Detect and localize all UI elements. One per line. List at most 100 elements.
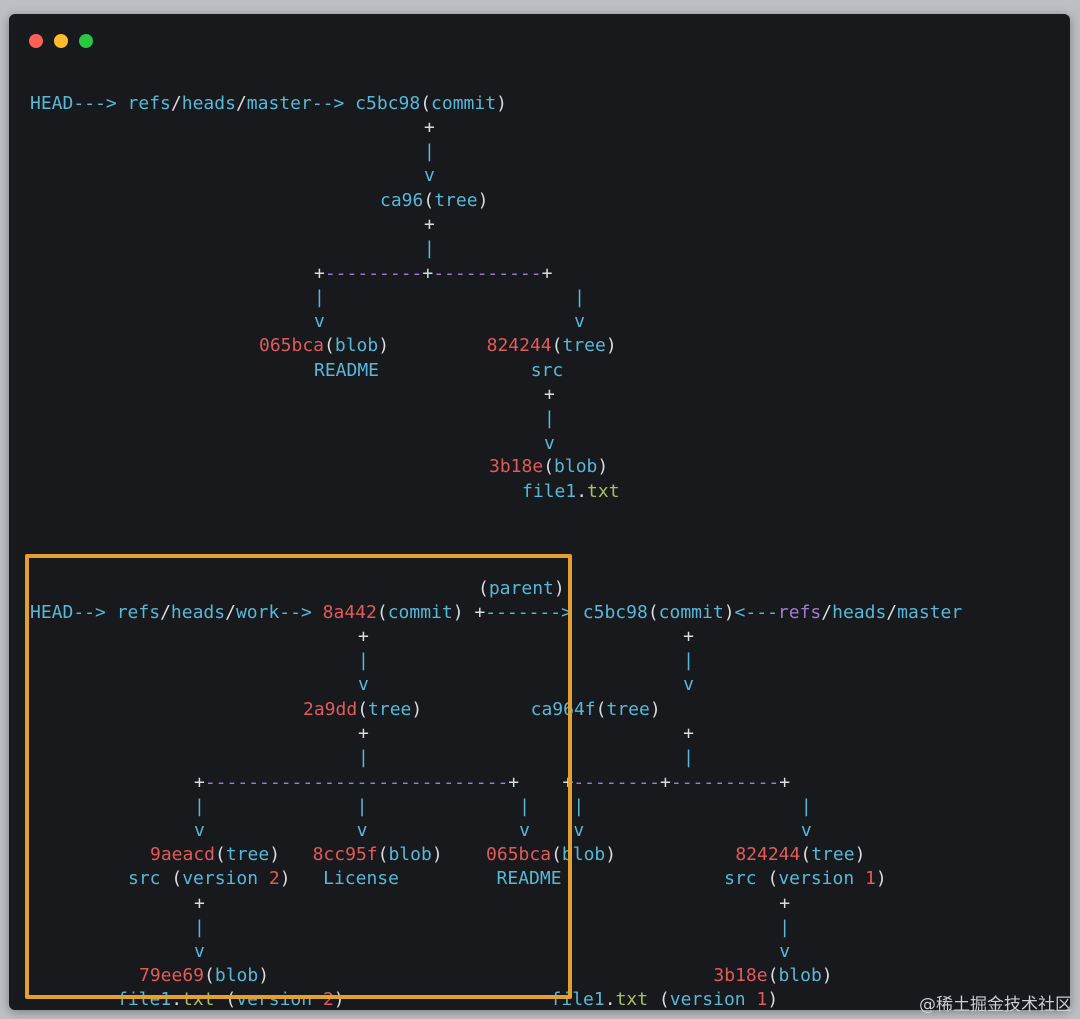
diagram-token: refs — [116, 602, 161, 623]
work-branch-highlight-box — [25, 554, 572, 999]
diagram-token: ( — [551, 335, 563, 356]
diagram-token: ( — [420, 93, 432, 114]
diagram-token: README — [314, 360, 380, 381]
diagram-token: blob — [554, 456, 598, 477]
diagram-token: ca964f — [530, 699, 596, 720]
diagram-token: ( — [204, 965, 215, 986]
diagram-line: 9aeacd(tree) 8cc95f(blob) 065bca(blob) 8… — [150, 843, 865, 867]
diagram-token: master — [246, 93, 312, 114]
diagram-line: 79ee69(blob) 3b18e(blob) — [139, 964, 833, 988]
diagram-token: ) — [411, 699, 423, 720]
diagram-token: + — [474, 602, 486, 623]
diagram-token: / — [170, 93, 182, 114]
diagram-token: ) — [477, 190, 489, 211]
diagram-token — [648, 989, 659, 1010]
diagram-token: + — [660, 772, 671, 793]
diagram-token: ( — [215, 844, 226, 865]
diagram-token — [746, 989, 757, 1010]
diagram-token: txt — [615, 989, 649, 1010]
diagram-token — [757, 868, 768, 889]
diagram-token: HEAD--> — [30, 602, 106, 623]
diagram-line: HEAD--> refs/heads/work--> 8a442(commit)… — [30, 601, 962, 625]
diagram-token — [854, 868, 865, 889]
diagram-token: master — [897, 602, 963, 623]
diagram-token: tree — [434, 190, 478, 211]
diagram-line: (parent) — [478, 577, 565, 601]
diagram-token: / — [235, 93, 247, 114]
diagram-token: v — [800, 820, 812, 841]
diagram-token — [616, 844, 735, 865]
diagram-token: README — [496, 868, 562, 889]
maximize-button[interactable] — [79, 34, 93, 48]
diagram-token: txt — [587, 481, 620, 502]
diagram-token: commit — [387, 602, 453, 623]
diagram-token — [117, 93, 128, 114]
diagram-token: file1 — [117, 989, 172, 1010]
diagram-token: file1 — [550, 989, 605, 1010]
diagram-token: + — [358, 626, 369, 647]
diagram-token: ( — [423, 190, 435, 211]
diagram-token: v — [574, 311, 585, 332]
diagram-token: + — [779, 893, 791, 914]
diagram-token: work — [235, 602, 280, 623]
diagram-token: 8cc95f — [312, 844, 378, 865]
diagram-token: | — [194, 917, 205, 938]
diagram-token: version — [182, 868, 259, 889]
diagram-token: ( — [767, 868, 779, 889]
diagram-token: refs — [777, 602, 822, 623]
diagram-line: +----------------------------+ +--------… — [194, 771, 790, 795]
diagram-token: tree — [606, 699, 650, 720]
watermark: @稀土掘金技术社区 — [919, 995, 1072, 1015]
diagram-line: | | | | | — [194, 795, 812, 819]
diagram-line: | | — [194, 916, 790, 940]
diagram-token: + — [424, 214, 435, 235]
diagram-token: v — [424, 165, 435, 186]
diagram-token: ) — [258, 965, 270, 986]
diagram-token: heads — [170, 602, 226, 623]
diagram-token: tree — [811, 844, 855, 865]
diagram-token: ---------------------------- — [204, 772, 509, 793]
diagram-token: | — [519, 796, 530, 817]
diagram-token: 065bca — [259, 335, 325, 356]
diagram-token: / — [821, 602, 833, 623]
diagram-token: ---------- — [433, 263, 542, 284]
diagram-token: ) — [496, 93, 507, 114]
diagram-token: + — [779, 772, 791, 793]
diagram-line: file1.txt (version 2) file1.txt (version… — [117, 988, 778, 1010]
diagram-token: ) — [333, 989, 345, 1010]
diagram-token: ) — [605, 335, 617, 356]
diagram-token: | — [358, 747, 369, 768]
diagram-token: v — [358, 674, 369, 695]
diagram-line: 3b18e(blob) — [489, 455, 608, 479]
diagram-token: commit — [431, 93, 497, 114]
close-button[interactable] — [29, 34, 43, 48]
diagram-line: + + — [358, 625, 694, 649]
diagram-token: + — [194, 893, 205, 914]
diagram-token: 824244 — [735, 844, 801, 865]
diagram-token: ) — [767, 989, 779, 1010]
diagram-token: commit — [658, 602, 724, 623]
diagram-token: ( — [324, 335, 335, 356]
minimize-button[interactable] — [54, 34, 68, 48]
diagram-token: blob — [561, 844, 606, 865]
diagram-token: 2 — [322, 989, 334, 1010]
diagram-line: | — [424, 237, 435, 261]
diagram-token: txt — [182, 989, 215, 1010]
diagram-token: + — [194, 772, 205, 793]
diagram-token — [379, 360, 531, 381]
diagram-token: --> — [279, 602, 312, 623]
diagram-token: ) — [431, 844, 443, 865]
diagram-token: ) — [723, 602, 735, 623]
diagram-token: v — [683, 674, 694, 695]
diagram-token: ) — [821, 965, 833, 986]
diagram-token: ) — [452, 602, 464, 623]
diagram-token: ( — [658, 989, 670, 1010]
diagram-token: ( — [478, 578, 489, 599]
diagram-token: | — [544, 408, 555, 429]
terminal-window: HEAD---> refs/heads/master--> c5bc98(com… — [9, 14, 1070, 1010]
diagram-line: 2a9dd(tree) ca964f(tree) — [303, 698, 661, 722]
diagram-token: + — [683, 723, 694, 744]
diagram-token: | — [574, 287, 585, 308]
diagram-token: src — [724, 868, 757, 889]
diagram-line: | | — [358, 746, 694, 770]
